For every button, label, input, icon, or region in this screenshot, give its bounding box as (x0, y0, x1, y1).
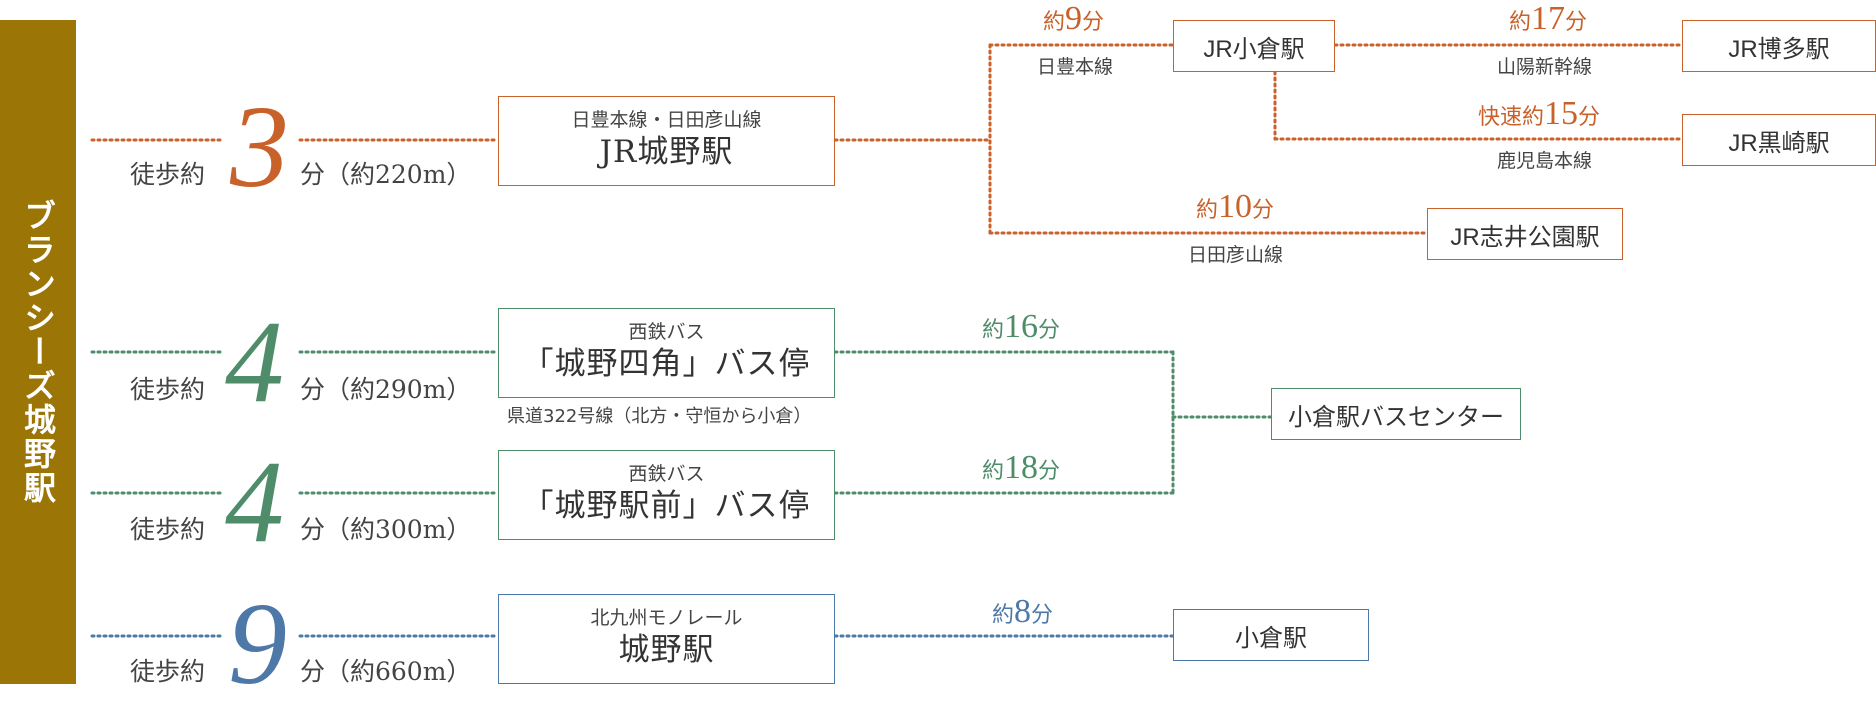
time-to-kokura-pre: 約 (1043, 10, 1066, 35)
origin-label: ブランシーズ城野駅 (20, 199, 56, 505)
time-to-shiikoen-pre: 約 (1196, 198, 1219, 223)
time-mono-num: 8 (1014, 593, 1032, 630)
time-to-kokura: 約9分 (1043, 0, 1104, 38)
stop-bus-jono-yotsukado: 西鉄バス 「城野四角」バス停 (498, 308, 835, 398)
walk-prefix-mono: 徒歩約 (130, 657, 206, 686)
dest-jr-kokura: JR小倉駅 (1173, 20, 1335, 72)
stop-mono-jono: 北九州モノレール 城野駅 (498, 594, 835, 684)
stop-bus-jono-ekimae: 西鉄バス 「城野駅前」バス停 (498, 450, 835, 540)
line-label-sanyo: 山陽新幹線 (1497, 56, 1593, 78)
time-mono: 約8分 (992, 593, 1053, 631)
stop-sub-bus2: 西鉄バス (628, 463, 705, 486)
dest-mono-kokura: 小倉駅 (1173, 609, 1369, 661)
line-label-hitahikosan: 日田彦山線 (1188, 244, 1284, 266)
time-to-kurosaki-unit: 分 (1578, 105, 1601, 130)
time-mono-unit: 分 (1031, 603, 1054, 628)
line-label-nippo: 日豊本線 (1037, 56, 1114, 78)
stop-sub-bus1: 西鉄バス (628, 321, 705, 344)
dest-jr-kurosaki: JR黒崎駅 (1682, 114, 1876, 166)
walk-minutes-jr: 3 (230, 81, 289, 212)
time-bus2-unit: 分 (1038, 459, 1061, 484)
stop-main-bus2: 「城野駅前」バス停 (522, 488, 811, 525)
walk-prefix-bus1: 徒歩約 (130, 375, 206, 404)
stop-main-jr: JR城野駅 (599, 134, 734, 171)
stop-jr-jono: 日豊本線・日田彦山線 JR城野駅 (498, 96, 835, 186)
route-lines (90, 43, 1684, 638)
line-label-kagoshima: 鹿児島本線 (1497, 150, 1593, 172)
time-to-kurosaki-num: 15 (1544, 95, 1579, 132)
walk-minutes-bus1: 4 (225, 296, 284, 427)
walk-suffix-bus2: 分（約300m） (300, 515, 472, 544)
time-to-shiikoen: 約10分 (1196, 188, 1274, 226)
time-bus2-pre: 約 (982, 459, 1005, 484)
time-to-kokura-unit: 分 (1082, 10, 1105, 35)
stop-main-mono: 城野駅 (618, 632, 715, 669)
time-mono-pre: 約 (992, 603, 1015, 628)
dest-jr-hakata: JR博多駅 (1682, 20, 1876, 72)
origin-sidebar: ブランシーズ城野駅 (0, 20, 76, 684)
time-bus1-num: 16 (1004, 308, 1039, 345)
walk-suffix-jr: 分（約220m） (300, 160, 472, 189)
time-to-kokura-num: 9 (1065, 0, 1083, 37)
time-to-kurosaki: 快速約15分 (1478, 95, 1600, 133)
time-to-hakata-num: 17 (1531, 0, 1566, 37)
bus1-route-note: 県道322号線（北方・守恒から小倉） (507, 406, 812, 427)
time-to-hakata: 約17分 (1509, 0, 1587, 38)
time-to-shiikoen-unit: 分 (1252, 198, 1275, 223)
time-to-hakata-pre: 約 (1509, 10, 1532, 35)
time-bus1: 約16分 (982, 308, 1060, 346)
dest-jr-shiikoen: JR志井公園駅 (1427, 208, 1623, 260)
time-bus1-unit: 分 (1038, 318, 1061, 343)
walk-prefix-jr: 徒歩約 (130, 160, 206, 189)
time-bus2: 約18分 (982, 449, 1060, 487)
walk-suffix-bus1: 分（約290m） (300, 375, 472, 404)
stop-main-bus1: 「城野四角」バス停 (522, 346, 811, 383)
walk-prefix-bus2: 徒歩約 (130, 515, 206, 544)
stop-sub-mono: 北九州モノレール (590, 607, 743, 630)
time-bus2-num: 18 (1004, 449, 1039, 486)
stop-sub-jr: 日豊本線・日田彦山線 (571, 109, 762, 132)
time-bus1-pre: 約 (982, 318, 1005, 343)
time-to-hakata-unit: 分 (1565, 10, 1588, 35)
walk-minutes-mono: 9 (228, 578, 287, 709)
walk-minutes-bus2: 4 (225, 436, 284, 567)
dest-bus-center: 小倉駅バスセンター (1271, 388, 1521, 440)
time-to-kurosaki-pre: 快速約 (1478, 105, 1545, 130)
time-to-shiikoen-num: 10 (1218, 188, 1253, 225)
walk-suffix-mono: 分（約660m） (300, 657, 472, 686)
